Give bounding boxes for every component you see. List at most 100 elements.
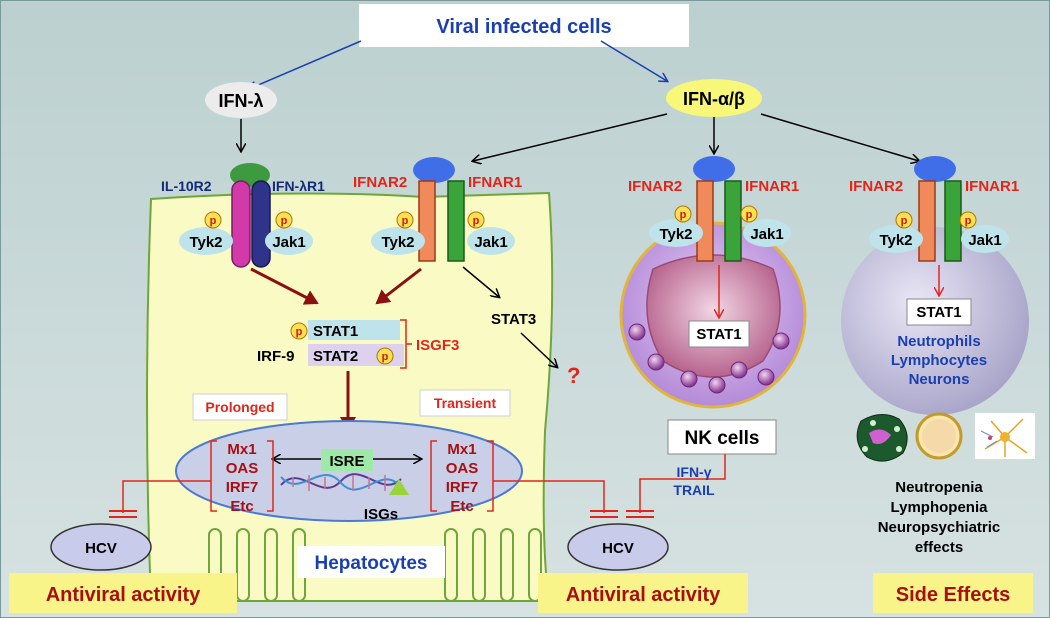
irf9-label: IRF-9 bbox=[257, 348, 295, 365]
inhibit-right bbox=[493, 480, 605, 513]
phospho-p: p bbox=[680, 209, 687, 221]
arrow-ab-right bbox=[760, 113, 919, 161]
stat2-label: STAT2 bbox=[313, 348, 358, 365]
hcv-right bbox=[567, 523, 669, 571]
arrow-to-stat3 bbox=[462, 266, 499, 297]
stat1-nk-box bbox=[688, 320, 750, 348]
inhibit-left bbox=[122, 480, 211, 513]
dna-helix bbox=[280, 473, 402, 491]
side-effect-item: Lymphopenia bbox=[891, 499, 989, 516]
cell-type-label: Neutrophils bbox=[897, 333, 980, 350]
gene-list-right: Mx1 OAS IRF7 Etc bbox=[430, 440, 494, 515]
jak1-label: Jak1 bbox=[272, 234, 305, 251]
ifn-lambda-receptor bbox=[230, 163, 271, 268]
neuron-icon bbox=[975, 413, 1035, 459]
il10r2-label: IL-10R2 bbox=[161, 178, 212, 194]
isgf3-complex: STAT1 STAT2 IRF-9 p p bbox=[257, 319, 412, 369]
gene-label: IRF7 bbox=[446, 479, 479, 496]
stat1-other-box bbox=[906, 298, 972, 326]
neutrophil-icon bbox=[856, 414, 908, 462]
side-effect-item: Neuropsychiatric bbox=[878, 519, 1001, 536]
kinase-group-other: Tyk2 Jak1 p p bbox=[869, 211, 1009, 253]
stat1-other-label: STAT1 bbox=[916, 304, 961, 321]
ifn-ab-label: IFN-α/β bbox=[683, 89, 745, 109]
hcv-left-label: HCV bbox=[85, 540, 117, 557]
phospho-p: p bbox=[746, 209, 753, 221]
question-mark: ? bbox=[567, 363, 580, 388]
side-effects-label: Side Effects bbox=[896, 584, 1010, 606]
inhibit-bar-left bbox=[109, 510, 137, 518]
arrow-to-ifn-ab bbox=[600, 40, 667, 81]
isgf3-label: ISGF3 bbox=[416, 337, 459, 354]
gene-label: Mx1 bbox=[227, 441, 256, 458]
gene-label: Mx1 bbox=[447, 441, 476, 458]
ifnar2-label-other: IFNAR2 bbox=[849, 178, 903, 195]
title-box bbox=[359, 4, 689, 47]
gene-label: IRF7 bbox=[226, 479, 259, 496]
gene-label: Etc bbox=[230, 498, 253, 515]
phospho-p: p bbox=[402, 215, 409, 227]
ifnar1-label-hep: IFNAR1 bbox=[468, 174, 522, 191]
kinase-group-ifnar-hep: Tyk2 Jak1 p p bbox=[371, 211, 515, 255]
ifnar2-label-hep: IFNAR2 bbox=[353, 174, 407, 191]
inhibit-bar-nk bbox=[626, 510, 654, 518]
antiviral-left-box bbox=[9, 573, 237, 613]
prolonged-label: Prolonged bbox=[205, 399, 274, 415]
side-effects-box bbox=[873, 573, 1033, 613]
phospho-p: p bbox=[965, 215, 972, 227]
nk-granules bbox=[628, 323, 790, 394]
ifnar1-label-other: IFNAR1 bbox=[965, 178, 1019, 195]
trail-label: TRAIL bbox=[673, 482, 715, 498]
tyk2-label: Tyk2 bbox=[879, 232, 912, 249]
transient-box bbox=[419, 389, 511, 417]
antiviral-left-label: Antiviral activity bbox=[46, 584, 201, 606]
phospho-p: p bbox=[281, 215, 288, 227]
arrow-to-stat-right bbox=[375, 267, 422, 305]
ifnar-receptor-other bbox=[914, 156, 962, 262]
nk-cells-box bbox=[667, 419, 777, 455]
stat1-label: STAT1 bbox=[313, 323, 358, 340]
isre-label: ISRE bbox=[329, 453, 364, 470]
lymphocyte-icon bbox=[915, 412, 963, 460]
stat1-nk-label: STAT1 bbox=[696, 326, 741, 343]
arrow-to-stat-left bbox=[250, 267, 319, 305]
gene-label: Etc bbox=[450, 498, 473, 515]
ifn-lambda-label: IFN-λ bbox=[219, 91, 264, 111]
arrow-to-ifn-lambda bbox=[249, 40, 362, 89]
tyk2-label: Tyk2 bbox=[189, 234, 222, 251]
jak1-label: Jak1 bbox=[750, 226, 783, 243]
arrow-stat3-question bbox=[520, 332, 557, 367]
stat3-label: STAT3 bbox=[491, 311, 536, 328]
phospho-p: p bbox=[210, 215, 217, 227]
inhibit-bar-right bbox=[590, 510, 618, 518]
isgs-label: ISGs bbox=[364, 506, 398, 523]
ifnar2-label-nk: IFNAR2 bbox=[628, 178, 682, 195]
hcv-right-label: HCV bbox=[602, 540, 634, 557]
cell-type-label: Neurons bbox=[909, 371, 970, 388]
kinase-group-nk: Tyk2 Jak1 p p bbox=[649, 205, 791, 247]
isre-box bbox=[321, 449, 373, 471]
side-effect-item: Neutropenia bbox=[895, 479, 983, 496]
prolonged-box bbox=[192, 393, 288, 421]
tyk2-label: Tyk2 bbox=[659, 226, 692, 243]
phospho-p: p bbox=[473, 215, 480, 227]
phospho-p: p bbox=[382, 351, 389, 363]
gene-label: OAS bbox=[446, 460, 479, 477]
gene-list-left: Mx1 OAS IRF7 Etc bbox=[210, 440, 274, 515]
hepatocytes-box bbox=[297, 546, 445, 578]
ifnar-receptor-nk bbox=[693, 156, 742, 262]
ifnar-receptor-hepatocyte bbox=[413, 157, 465, 262]
ifn-gamma-label: IFN-γ bbox=[677, 464, 712, 480]
phospho-p: p bbox=[296, 326, 303, 338]
tyk2-label: Tyk2 bbox=[381, 234, 414, 251]
phospho-p: p bbox=[901, 215, 908, 227]
cell-type-label: Lymphocytes bbox=[891, 352, 987, 369]
antiviral-right-label: Antiviral activity bbox=[566, 584, 721, 606]
nk-cells-label: NK cells bbox=[685, 428, 760, 449]
ifnlr1-label: IFN-λR1 bbox=[272, 178, 325, 194]
ifn-ab-oval bbox=[666, 79, 762, 117]
transient-label: Transient bbox=[434, 395, 497, 411]
side-effect-item: effects bbox=[915, 539, 963, 556]
